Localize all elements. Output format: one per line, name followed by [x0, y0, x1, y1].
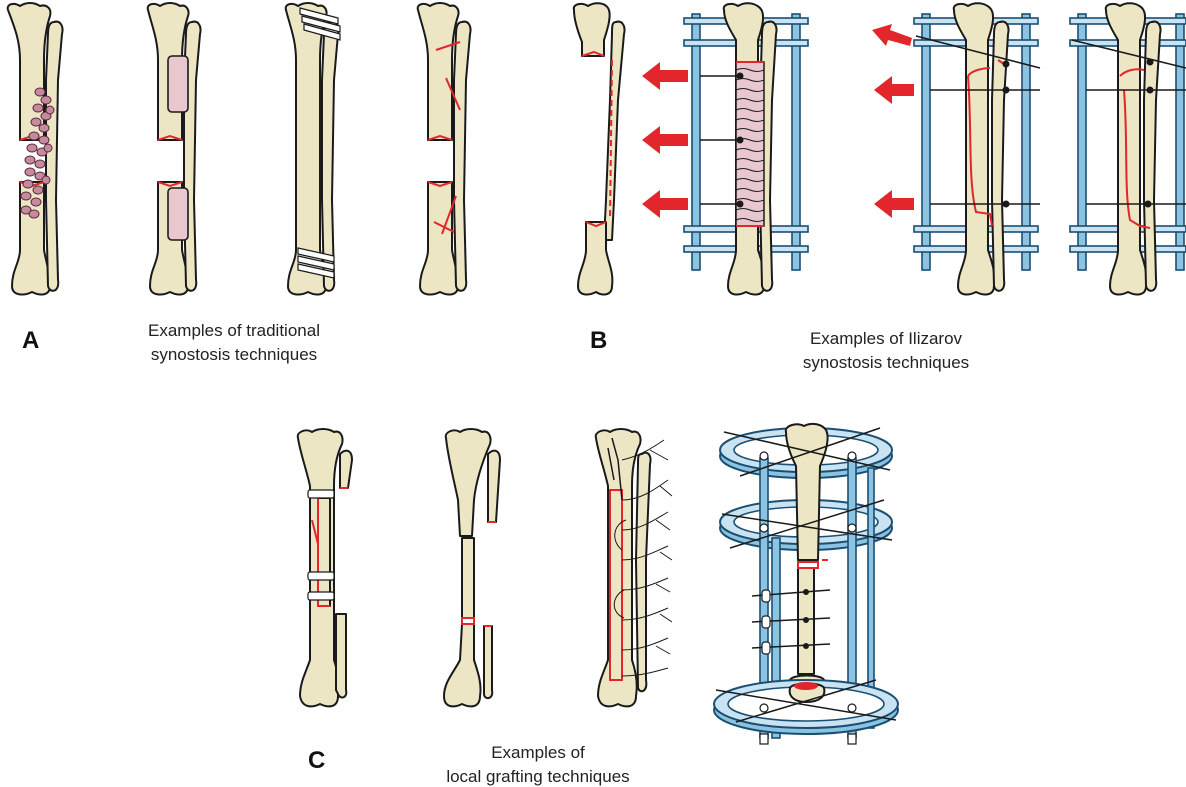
c2-fibula-bottom	[484, 626, 492, 698]
panel-a-caption-line1: Examples of traditional	[148, 321, 320, 340]
panel-c-caption-line2: local grafting techniques	[446, 767, 629, 786]
panel-c-letter: C	[308, 747, 325, 774]
panel-b-caption-line1: Examples of Ilizarov	[810, 329, 963, 348]
c1-fibula-mid	[318, 498, 330, 606]
b1-tibia-top	[574, 3, 610, 56]
a4-tibia-top	[418, 3, 459, 140]
a4-tibia-bottom	[420, 182, 458, 294]
c1-fibula-top	[340, 451, 352, 488]
panel-a-letter: A	[22, 327, 39, 354]
c4-cut-marks	[798, 560, 828, 568]
a3-screw-synostosis	[286, 3, 340, 294]
a1-tibia-bottom	[12, 182, 50, 294]
panel-c-caption-line1: Examples of	[491, 743, 585, 762]
b4-ilizarov-consolidated	[1070, 3, 1186, 294]
b2-ilizarov-transport	[642, 3, 808, 294]
b2-arrow-1	[642, 62, 688, 90]
c2-fibula-top	[488, 451, 500, 522]
c3-vascularized-graft	[596, 429, 672, 706]
c4-ring-fixator-3d	[714, 424, 898, 744]
c2-transport-segment	[462, 538, 474, 618]
a3-fibula	[322, 22, 339, 291]
a1-graft-synostosis	[8, 3, 63, 294]
panel-c: C Examples of local grafting techniques	[298, 424, 898, 786]
c3-tibia	[596, 429, 641, 706]
b2-arrow-3	[642, 190, 688, 218]
c1-screw-grafting	[298, 429, 352, 706]
panel-a-caption-line2: synostosis techniques	[151, 345, 317, 364]
c2-tibia-top	[446, 429, 491, 536]
c3-fibula	[636, 453, 651, 692]
a2-upper-block	[168, 56, 188, 112]
panel-b-caption-line2: synostosis techniques	[803, 353, 969, 372]
panel-a: A Examples of traditional synostosis tec…	[8, 3, 471, 364]
a2-plate-synostosis	[148, 3, 201, 294]
b3-arrow-1	[872, 24, 912, 46]
c4-transport-wires	[752, 589, 830, 654]
b1-fibula	[604, 22, 625, 240]
a2-lower-block	[168, 188, 188, 240]
c2-tibia-bottom	[444, 624, 481, 706]
c2-fibula-transfer	[444, 429, 500, 706]
panel-b: B Examples of Ilizarov synostosis techni…	[574, 3, 1186, 372]
a1-fibula	[46, 22, 63, 291]
b1-osteotomy	[574, 3, 625, 294]
b3-arrow-2	[874, 76, 914, 104]
b3-ilizarov-compression	[872, 3, 1040, 294]
a4-strut-synostosis	[418, 3, 471, 294]
panel-b-letter: B	[590, 327, 607, 354]
c1-fibula-bottom	[336, 614, 346, 697]
b2-arrow-2	[642, 126, 688, 154]
a4-fibula	[454, 22, 471, 291]
b3-arrow-3	[874, 190, 914, 218]
